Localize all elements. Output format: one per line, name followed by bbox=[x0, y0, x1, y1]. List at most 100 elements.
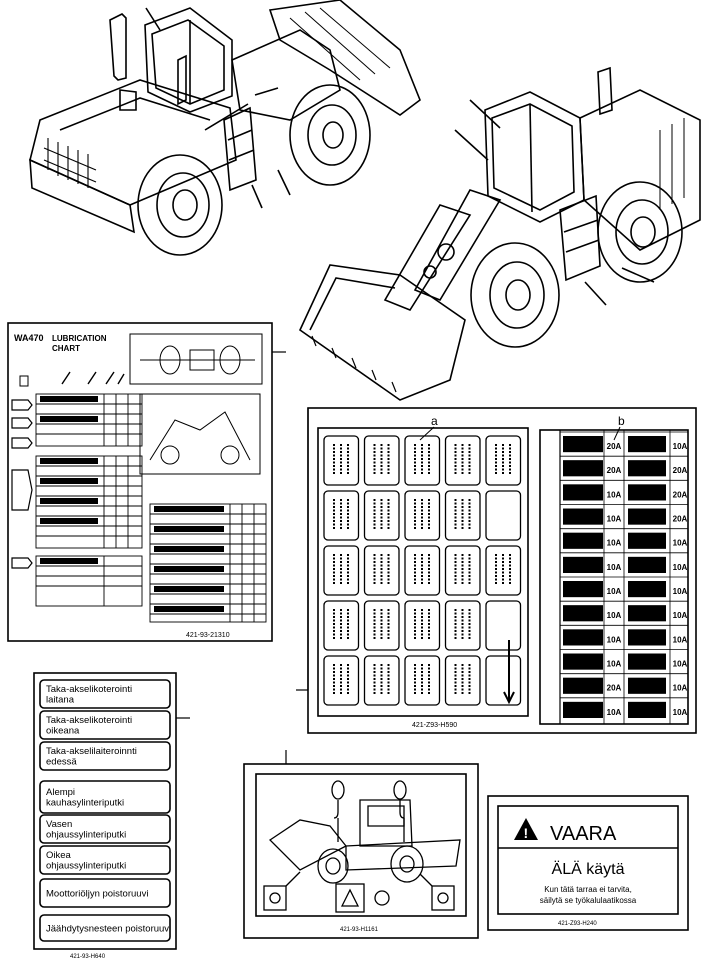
fuse-callout-b: b bbox=[618, 414, 625, 428]
fuse-circuit-name bbox=[628, 605, 666, 622]
fuse-circuit-name bbox=[628, 653, 666, 670]
fuse-circuit-name bbox=[563, 629, 603, 646]
fuse-rating: 20A bbox=[607, 442, 622, 451]
fuse-rating: 10A bbox=[607, 587, 622, 596]
fuse-slot bbox=[444, 435, 481, 486]
arrow-down-icon bbox=[503, 640, 515, 705]
fuse-circuit-name bbox=[563, 484, 603, 501]
pipe-label-text: Taka-akselikoterointi bbox=[46, 715, 132, 726]
fuse-circuit-name bbox=[563, 556, 603, 573]
fuse-slot bbox=[485, 545, 522, 596]
fuse-rating: 10A bbox=[673, 659, 688, 668]
pipe-label-text: kauhasylinteriputki bbox=[46, 798, 124, 809]
pipe-label-text: Taka-akselilaiteroinnti bbox=[46, 746, 137, 757]
fuse-rating: 10A bbox=[607, 659, 622, 668]
fuse-slot bbox=[404, 435, 441, 486]
fuse-circuit-name bbox=[563, 508, 603, 525]
fuse-slot bbox=[323, 435, 360, 486]
fuse-slot bbox=[485, 655, 522, 706]
pipe-label-text: oikeana bbox=[46, 726, 80, 737]
fuse-circuit-name bbox=[563, 581, 603, 598]
fuse-slot bbox=[404, 545, 441, 596]
fuse-circuit-name bbox=[563, 605, 603, 622]
fuse-rating: 20A bbox=[607, 466, 622, 475]
fuse-part-number: 421-Z93-H590 bbox=[412, 722, 457, 729]
fuse-rating: 10A bbox=[607, 490, 622, 499]
fuse-rating: 10A bbox=[607, 611, 622, 620]
fuse-slot bbox=[444, 545, 481, 596]
pipe-label-text: ohjaussylinteriputki bbox=[46, 830, 126, 841]
fuse-circuit-name bbox=[628, 677, 666, 694]
fuse-circuit-name bbox=[628, 508, 666, 525]
pipe-label-box bbox=[39, 679, 171, 709]
fuse-slot bbox=[404, 655, 441, 706]
warning-line1: Kun tätä tarraa ei tarvita, bbox=[544, 885, 632, 894]
fuse-rating: 10A bbox=[673, 563, 688, 572]
chart-title-line1: LUBRICATION bbox=[52, 334, 107, 343]
fuse-slot bbox=[363, 545, 400, 596]
fuse-circuit-name bbox=[628, 701, 666, 718]
pipe-label-box bbox=[39, 710, 171, 740]
chart-title-line2: CHART bbox=[52, 344, 80, 353]
wheel-loader-rear-view bbox=[29, 0, 421, 256]
fuse-circuit-name bbox=[628, 581, 666, 598]
fuse-box-decal: a b 20A 10A 20A 20A 10A 20A 10A 20A 10A 10A 10A 10A… bbox=[296, 407, 697, 734]
fuse-slot bbox=[363, 655, 400, 706]
pipe-label-text: ohjaussylinteriputki bbox=[46, 861, 126, 872]
pipe-label-box bbox=[39, 878, 171, 908]
fuse-rating: 10A bbox=[673, 611, 688, 620]
fuse-circuit-name bbox=[563, 677, 603, 694]
pipe-label-sheet: Taka-akselikoterointilaitanaTaka-akselik… bbox=[33, 672, 190, 960]
pipe-label-box bbox=[39, 814, 171, 844]
fuse-circuit-name bbox=[628, 556, 666, 573]
warning-decal: ! VAARA ÄLÄ käytä Kun tätä tarraa ei tar… bbox=[487, 795, 689, 931]
warning-line2: säilytä se työkalulaatikossa bbox=[540, 896, 637, 905]
fuse-rating: 10A bbox=[673, 539, 688, 548]
warning-headline: ÄLÄ käytä bbox=[552, 860, 625, 878]
fuse-circuit-name bbox=[563, 701, 603, 718]
fuse-slot bbox=[485, 600, 522, 651]
chart-part-number: 421-93-21310 bbox=[186, 632, 230, 639]
pipe-label-text: edessä bbox=[46, 757, 77, 768]
fuse-callout-a: a bbox=[431, 414, 438, 428]
fuse-rating: 20A bbox=[607, 684, 622, 693]
warning-part-number: 421-Z93-H240 bbox=[558, 921, 597, 927]
lubrication-chart-decal: WA470 LUBRICATION CHART bbox=[7, 322, 286, 642]
fuse-slot bbox=[444, 490, 481, 541]
fuse-circuit-name bbox=[563, 532, 603, 549]
fuse-slot bbox=[444, 600, 481, 651]
fuse-rating: 10A bbox=[607, 708, 622, 717]
lifting-point-decal: 421-93-H1161 bbox=[243, 750, 479, 939]
fuse-slot bbox=[323, 545, 360, 596]
pipe-label-box bbox=[39, 780, 171, 814]
fuse-rating: 20A bbox=[673, 466, 688, 475]
fuse-slot bbox=[323, 600, 360, 651]
pipe-label-text: laitana bbox=[46, 695, 75, 706]
svg-text:!: ! bbox=[524, 825, 529, 841]
fuse-circuit-name bbox=[628, 484, 666, 501]
lift-label-part-number: 421-93-H1161 bbox=[340, 927, 379, 933]
warning-signal-word: VAARA bbox=[550, 823, 617, 845]
fuse-circuit-name bbox=[628, 629, 666, 646]
fuse-rating: 10A bbox=[673, 684, 688, 693]
fuse-slot bbox=[404, 600, 441, 651]
fuse-circuit-name bbox=[563, 653, 603, 670]
warning-triangle-icon: ! bbox=[514, 818, 538, 841]
fuse-slot bbox=[444, 655, 481, 706]
pipe-label-text: Jäähdytysnesteen poistoruuvi bbox=[46, 923, 171, 934]
fuse-rating: 20A bbox=[673, 490, 688, 499]
fuse-rating: 10A bbox=[673, 442, 688, 451]
pipe-label-text: Vasen bbox=[46, 819, 72, 830]
pipe-label-part-number: 421-93-H640 bbox=[70, 954, 106, 960]
fuse-rating: 10A bbox=[673, 587, 688, 596]
fuse-grid bbox=[323, 435, 522, 706]
fuse-circuit-name bbox=[628, 436, 666, 453]
fuse-slot bbox=[404, 490, 441, 541]
fuse-circuit-name bbox=[563, 460, 603, 477]
fuse-slot bbox=[363, 600, 400, 651]
pipe-label-text: Moottoriöljyn poistoruuvi bbox=[46, 888, 148, 899]
fuse-rating: 10A bbox=[607, 563, 622, 572]
pipe-label-text: Alempi bbox=[46, 787, 75, 798]
fuse-rating: 10A bbox=[673, 708, 688, 717]
